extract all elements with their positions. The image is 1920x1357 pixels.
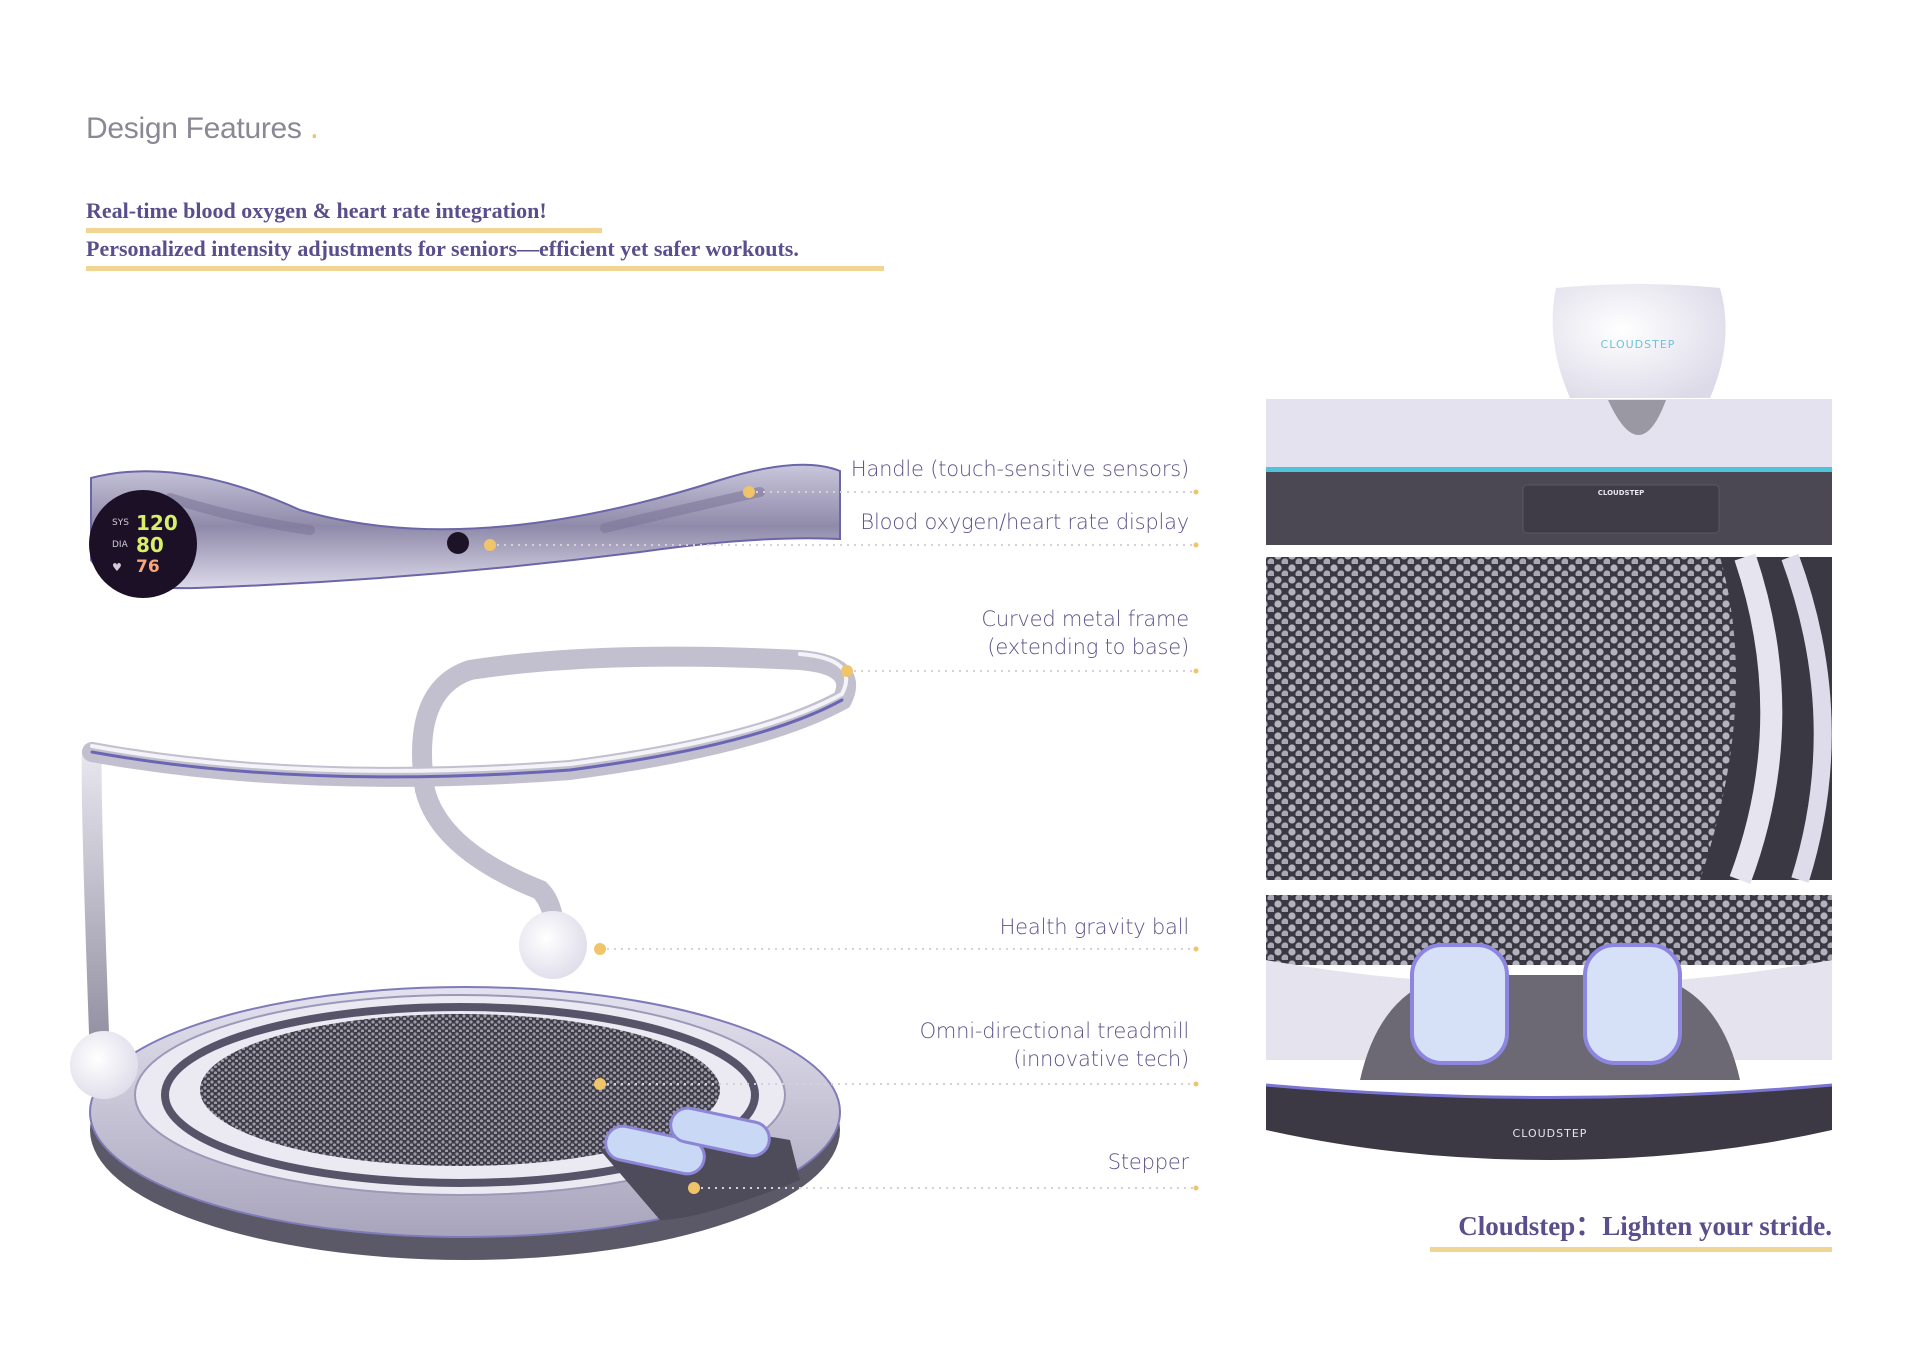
- callout-treadmill-line1: Omni-directional treadmill: [919, 1019, 1190, 1043]
- vitals-display: [89, 490, 197, 598]
- health-gravity-ball: [519, 911, 587, 979]
- sys-value: 120: [136, 511, 178, 535]
- pointer-dots: [484, 486, 1199, 1194]
- callout-frame-line2: (extending to base): [987, 635, 1189, 659]
- heart-rate-value: 76: [136, 557, 160, 577]
- detail-panel-stepper: [1265, 895, 1833, 1160]
- callout-treadmill-line2: (innovative tech): [1013, 1047, 1189, 1071]
- callout-display: Blood oxygen/heart rate display: [860, 510, 1189, 534]
- tagline: Cloudstep：Lighten your stride.: [1430, 1204, 1832, 1252]
- callout-gravity-ball: Health gravity ball: [999, 915, 1190, 939]
- vitals-readout: SYS 120 DIA 80 ♥ 76: [112, 511, 182, 578]
- heart-pulse-icon: ♥: [112, 560, 122, 574]
- handle-closeup: [90, 463, 841, 590]
- callout-frame: Curved metal frame (extending to base): [981, 605, 1189, 661]
- callout-treadmill: Omni-directional treadmill (innovative t…: [919, 1017, 1190, 1073]
- callout-frame-line1: Curved metal frame: [981, 607, 1189, 631]
- detail-panel-treadmill-surface: [1266, 553, 1832, 884]
- detail-panel-gravity-ball: [1266, 284, 1832, 545]
- headline-vitals: Real-time blood oxygen & heart rate inte…: [86, 198, 602, 233]
- treadmill-base: [89, 986, 841, 1260]
- curved-metal-frame: [81, 646, 857, 1070]
- headline-intensity: Personalized intensity adjustments for s…: [86, 236, 884, 271]
- callout-handle: Handle (touch-sensitive sensors): [850, 457, 1189, 481]
- dia-value: 80: [136, 533, 164, 557]
- stepper-brand-logo: CLOUDSTEP: [1512, 1127, 1588, 1140]
- plate-brand-logo: CLOUDSTEP: [1597, 489, 1645, 497]
- callout-pointers: [490, 491, 1196, 1189]
- ball-brand-logo: CLOUDSTEP: [1600, 338, 1676, 351]
- page-title: Design Features .: [86, 108, 319, 146]
- dia-label: DIA: [112, 540, 128, 550]
- left-gravity-ball: [70, 1031, 138, 1099]
- callout-stepper: Stepper: [1107, 1150, 1190, 1174]
- title-accent-dot: .: [309, 108, 319, 146]
- sys-label: SYS: [112, 518, 129, 528]
